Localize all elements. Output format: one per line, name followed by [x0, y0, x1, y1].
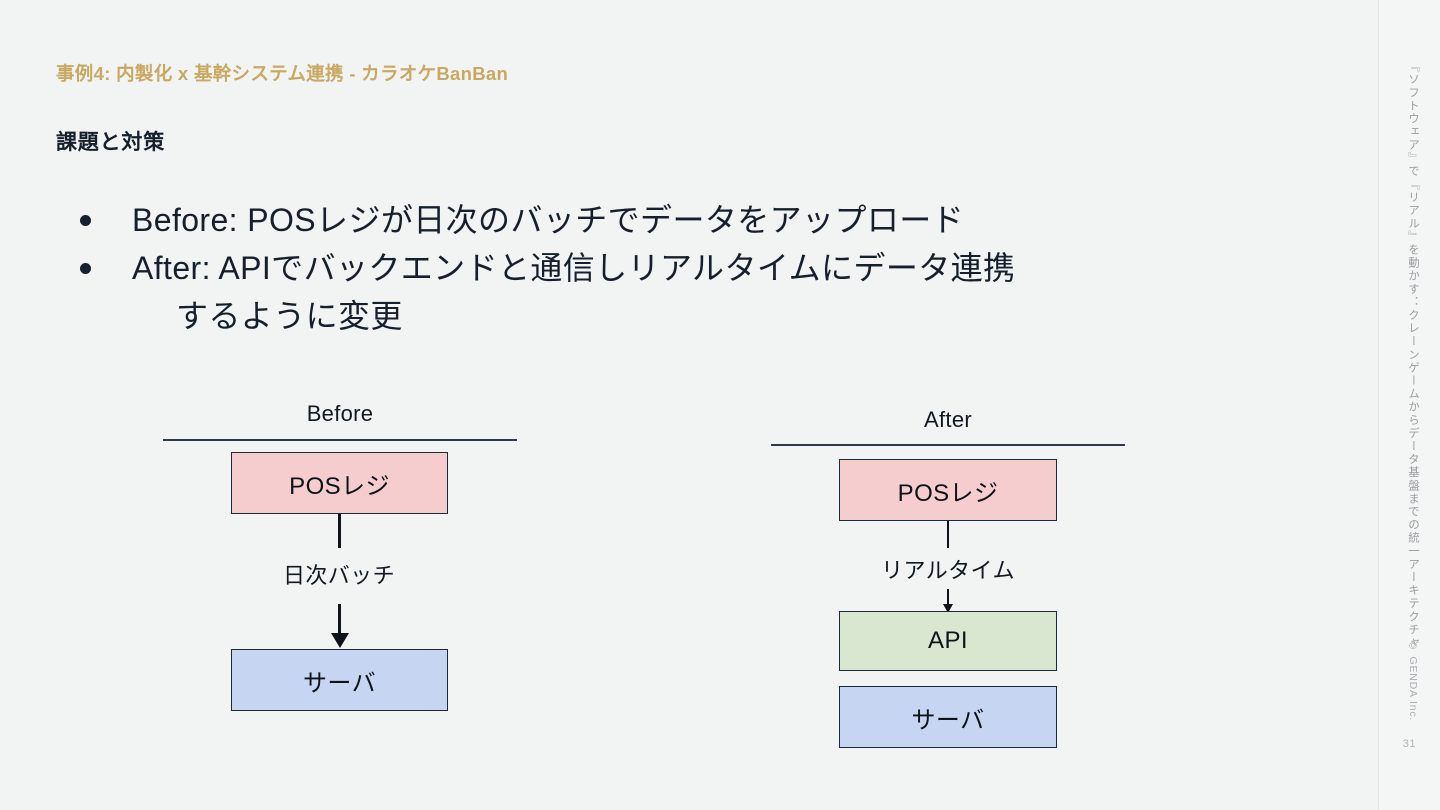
arrow-segment-lower: [947, 589, 949, 607]
sidebar-divider: [1378, 0, 1379, 810]
list-item-text: After: APIでバックエンドと通信しリアルタイムにデータ連携: [132, 250, 1016, 286]
page-title: 事例4: 内製化 x 基幹システム連携 - カラオケBanBan: [56, 63, 509, 84]
sidebar-strip: [1378, 0, 1440, 810]
list-item: Before: POSレジが日次のバッチでデータをアップロード: [72, 196, 1192, 244]
node-pos-register: POSレジ: [231, 452, 448, 514]
sidebar-copyright: © GENDA Inc.: [1407, 640, 1419, 722]
diagram-before-rule: [163, 439, 517, 441]
arrow-segment-lower: [338, 604, 341, 636]
edge-label-daily-batch: 日次バッチ: [282, 563, 395, 588]
list-item: After: APIでバックエンドと通信しリアルタイムにデータ連携: [72, 244, 1192, 292]
diagram-before-heading: Before: [306, 401, 374, 426]
node-pos-register: POSレジ: [839, 459, 1057, 521]
diagram-after-rule: [771, 444, 1125, 446]
bullet-list: Before: POSレジが日次のバッチでデータをアップロード After: A…: [72, 196, 1192, 340]
arrow-segment-upper: [947, 521, 949, 548]
node-server: サーバ: [231, 649, 448, 711]
node-label: サーバ: [303, 669, 376, 697]
node-label: POSレジ: [897, 479, 999, 507]
arrow-segment-upper: [338, 514, 341, 548]
bullet-dot-icon: [80, 215, 91, 226]
edge-label-realtime: リアルタイム: [881, 558, 1015, 583]
node-label: POSレジ: [289, 472, 390, 500]
node-label: API: [928, 627, 968, 654]
list-item-continuation: するように変更: [176, 298, 403, 334]
node-label: サーバ: [911, 706, 985, 734]
diagram-after-heading: After: [924, 407, 972, 432]
section-subtitle: 課題と対策: [56, 131, 165, 154]
bullet-dot-icon: [80, 263, 91, 274]
page-number: 31: [1402, 738, 1416, 750]
arrow-head-icon: [331, 633, 349, 648]
list-item-text: Before: POSレジが日次のバッチでデータをアップロード: [132, 202, 965, 238]
node-api: API: [839, 611, 1057, 671]
sidebar-deck-title: 『ソフトウェア』で『リアル』を動かす：クレーンゲームからデータ基盤までの統一アー…: [1407, 60, 1419, 650]
node-server: サーバ: [839, 686, 1057, 748]
arrow-head-icon: [943, 604, 953, 613]
